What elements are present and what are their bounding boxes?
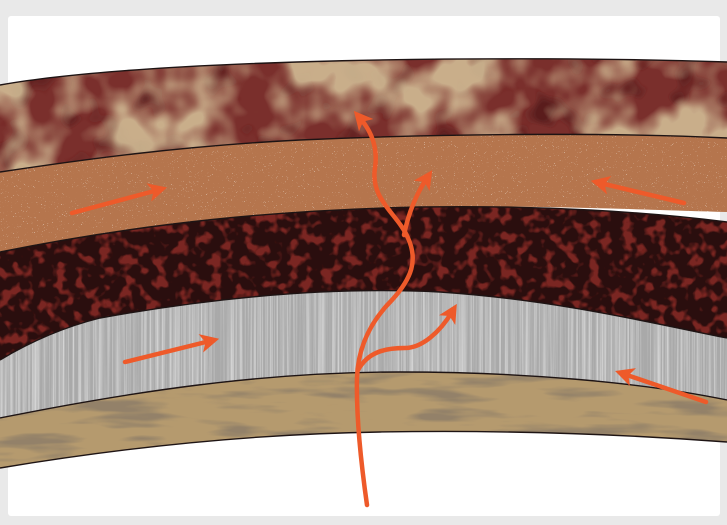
layered-diagram: [0, 0, 727, 525]
diagram-canvas: [0, 0, 727, 525]
